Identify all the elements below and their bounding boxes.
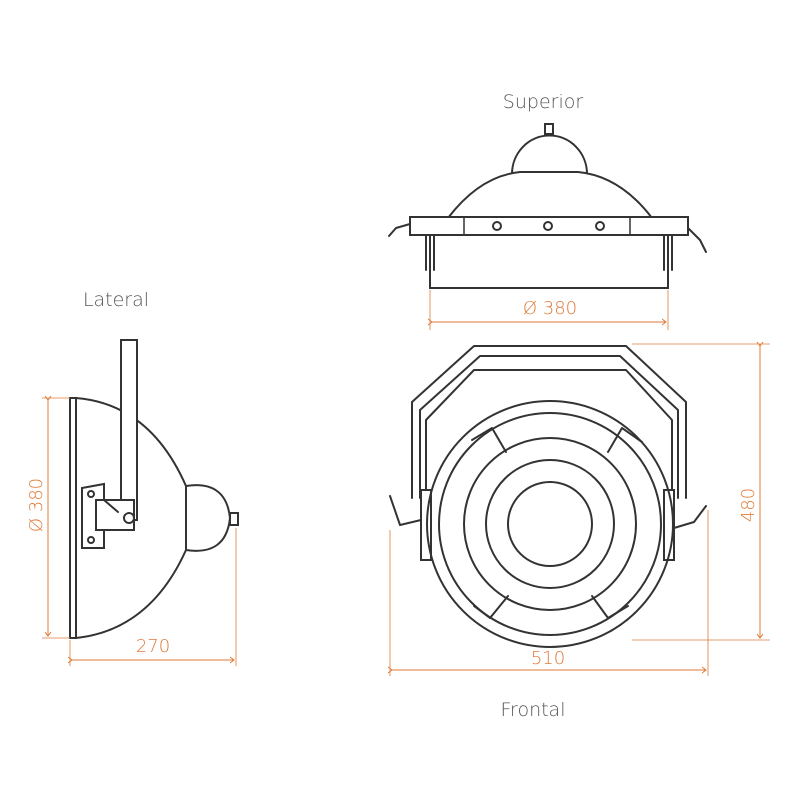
- lateral-view: Lateral: [69, 289, 239, 640]
- lateral-diameter-label: Ø 380: [26, 478, 47, 532]
- lateral-depth-label: 270: [136, 636, 170, 657]
- lateral-view-label: Lateral: [83, 289, 149, 311]
- dimension-frontal-width: 510: [390, 510, 709, 676]
- dimension-top-diameter: Ø 380: [430, 290, 669, 330]
- frontal-height-label: 480: [738, 488, 759, 522]
- dimension-frontal-height: 480: [632, 344, 770, 641]
- superior-view-label: Superior: [503, 91, 584, 113]
- frontal-view-label: Frontal: [501, 699, 566, 721]
- top-diameter-label: Ø 380: [523, 298, 577, 319]
- dimension-lateral-diameter: Ø 380: [26, 398, 70, 639]
- dimension-lateral-depth: 270: [70, 528, 237, 666]
- superior-view: Superior: [388, 91, 707, 289]
- frontal-width-label: 510: [531, 648, 565, 669]
- frontal-view: [389, 345, 707, 648]
